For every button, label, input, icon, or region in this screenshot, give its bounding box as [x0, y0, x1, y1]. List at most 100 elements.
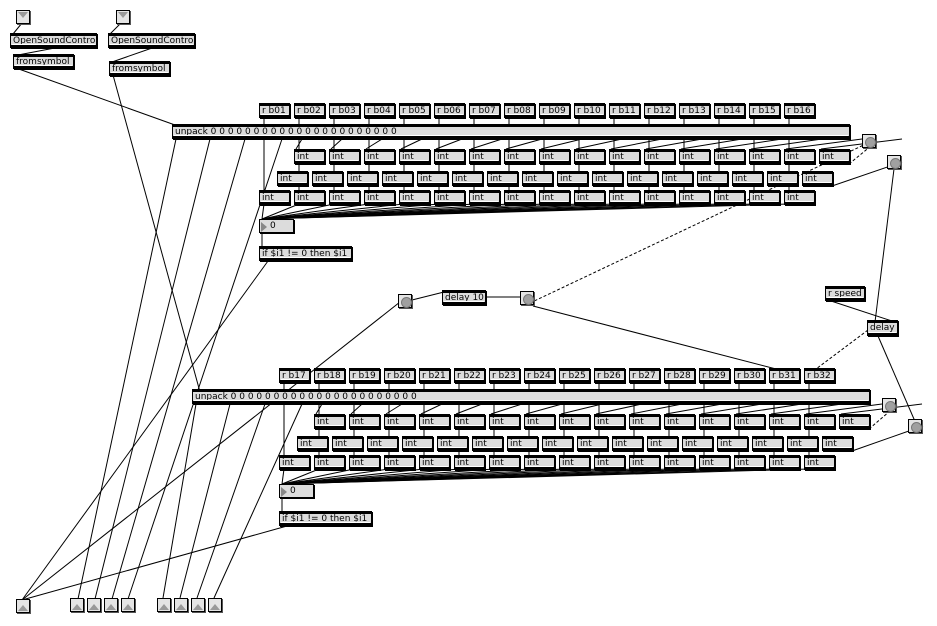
receive-object[interactable]: r b02 — [294, 103, 325, 118]
patch-cord[interactable] — [877, 335, 918, 427]
int-object[interactable]: int — [349, 414, 380, 429]
receive-object[interactable]: r b08 — [504, 103, 535, 118]
patch-cord[interactable] — [540, 138, 583, 150]
int-object[interactable]: int — [314, 414, 345, 429]
receive-object[interactable]: r b16 — [784, 103, 815, 118]
fromsymbol-object-2[interactable]: fromsymbol — [109, 61, 170, 76]
int-object[interactable]: int — [349, 455, 380, 470]
patch-cord[interactable] — [874, 168, 895, 323]
patch-cord[interactable] — [261, 203, 440, 220]
int-object[interactable]: int — [574, 190, 605, 205]
int-object[interactable]: int — [489, 414, 520, 429]
patch-cord[interactable] — [680, 138, 743, 150]
int-object[interactable]: int — [679, 149, 710, 164]
int-object[interactable]: int — [839, 414, 870, 429]
int-object[interactable]: int — [609, 149, 640, 164]
osc-object-1[interactable]: OpenSoundControl — [10, 33, 97, 48]
patch-cord[interactable] — [77, 138, 177, 600]
receive-object[interactable]: r b31 — [769, 368, 800, 383]
int-object[interactable]: int — [732, 171, 763, 186]
receive-object[interactable]: r b20 — [384, 368, 415, 383]
patch-cord[interactable] — [700, 403, 763, 415]
int-object[interactable]: int — [699, 414, 730, 429]
receive-object[interactable]: r b23 — [489, 368, 520, 383]
int-object[interactable]: int — [294, 149, 325, 164]
patch-cord[interactable] — [827, 299, 896, 323]
patch-cord[interactable] — [261, 203, 405, 220]
int-object[interactable]: int — [629, 414, 660, 429]
int-object[interactable]: int — [629, 455, 660, 470]
patch-cord[interactable] — [350, 403, 363, 415]
outlet-button-2[interactable] — [70, 598, 84, 612]
int-object[interactable]: int — [559, 414, 590, 429]
receive-object[interactable]: r b15 — [749, 103, 780, 118]
receive-object[interactable]: r b09 — [539, 103, 570, 118]
int-object[interactable]: int — [697, 171, 728, 186]
int-object[interactable]: int — [419, 414, 450, 429]
patch-cord[interactable] — [281, 468, 495, 485]
patch-cord[interactable] — [112, 74, 201, 393]
int-object[interactable]: int — [364, 190, 395, 205]
int-object[interactable]: int — [314, 455, 345, 470]
int-object[interactable]: int — [609, 190, 640, 205]
receive-object[interactable]: r b32 — [804, 368, 835, 383]
int-object[interactable]: int — [769, 455, 800, 470]
receive-object[interactable]: r b10 — [574, 103, 605, 118]
int-object[interactable]: int — [559, 455, 590, 470]
int-object[interactable]: int — [752, 436, 783, 451]
patch-cord[interactable] — [610, 138, 663, 150]
patch-cord[interactable] — [213, 403, 303, 599]
int-object[interactable]: int — [504, 190, 535, 205]
int-object[interactable]: int — [437, 436, 468, 451]
receive-object[interactable]: r b07 — [469, 103, 500, 118]
patch-cord[interactable] — [261, 203, 265, 220]
int-object[interactable]: int — [452, 171, 483, 186]
patch-cord[interactable] — [630, 403, 683, 415]
patch-cord[interactable] — [281, 468, 775, 485]
patch-cord[interactable] — [665, 403, 723, 415]
int-object[interactable]: int — [487, 171, 518, 186]
receive-object[interactable]: r b22 — [454, 368, 485, 383]
int-object[interactable]: int — [347, 171, 378, 186]
int-object[interactable]: int — [749, 190, 780, 205]
int-object[interactable]: int — [734, 414, 765, 429]
patch-cord[interactable] — [261, 203, 615, 220]
patch-cord[interactable] — [505, 138, 543, 150]
receive-object[interactable]: r b13 — [679, 103, 710, 118]
patch-cord[interactable] — [645, 138, 703, 150]
patch-cord[interactable] — [261, 203, 335, 220]
patch-cord[interactable] — [435, 138, 463, 150]
patch-cord[interactable] — [196, 403, 266, 599]
patch-cord[interactable] — [261, 203, 510, 220]
int-object[interactable]: int — [679, 190, 710, 205]
int-object[interactable]: int — [469, 149, 500, 164]
int-object[interactable]: int — [612, 436, 643, 451]
int-object[interactable]: int — [312, 171, 343, 186]
int-object[interactable]: int — [749, 149, 780, 164]
patch-cord[interactable] — [770, 403, 843, 415]
bang-button-6[interactable] — [908, 419, 922, 433]
outlet-button-7[interactable] — [174, 598, 188, 612]
int-object[interactable]: int — [382, 171, 413, 186]
int-object[interactable]: int — [277, 171, 308, 186]
patch-cord[interactable] — [315, 403, 323, 415]
patch-cord[interactable] — [281, 468, 530, 485]
int-object[interactable]: int — [454, 455, 485, 470]
patch-cord[interactable] — [529, 141, 871, 304]
receive-object[interactable]: r b24 — [524, 368, 555, 383]
unpack-object[interactable]: unpack 0 0 0 0 0 0 0 0 0 0 0 0 0 0 0 0 0… — [172, 124, 850, 139]
int-object[interactable]: int — [787, 436, 818, 451]
int-object[interactable]: int — [627, 171, 658, 186]
outlet-button-5[interactable] — [121, 598, 135, 612]
receive-object[interactable]: r b14 — [714, 103, 745, 118]
delay-10-object[interactable]: delay 10 — [442, 290, 486, 305]
receive-object[interactable]: r b17 — [279, 368, 310, 383]
int-object[interactable]: int — [647, 436, 678, 451]
int-object[interactable]: int — [539, 149, 570, 164]
int-object[interactable]: int — [802, 171, 833, 186]
int-object[interactable]: int — [419, 455, 450, 470]
int-object[interactable]: int — [472, 436, 503, 451]
patch-cord[interactable] — [281, 468, 635, 485]
receive-object[interactable]: r b05 — [399, 103, 430, 118]
